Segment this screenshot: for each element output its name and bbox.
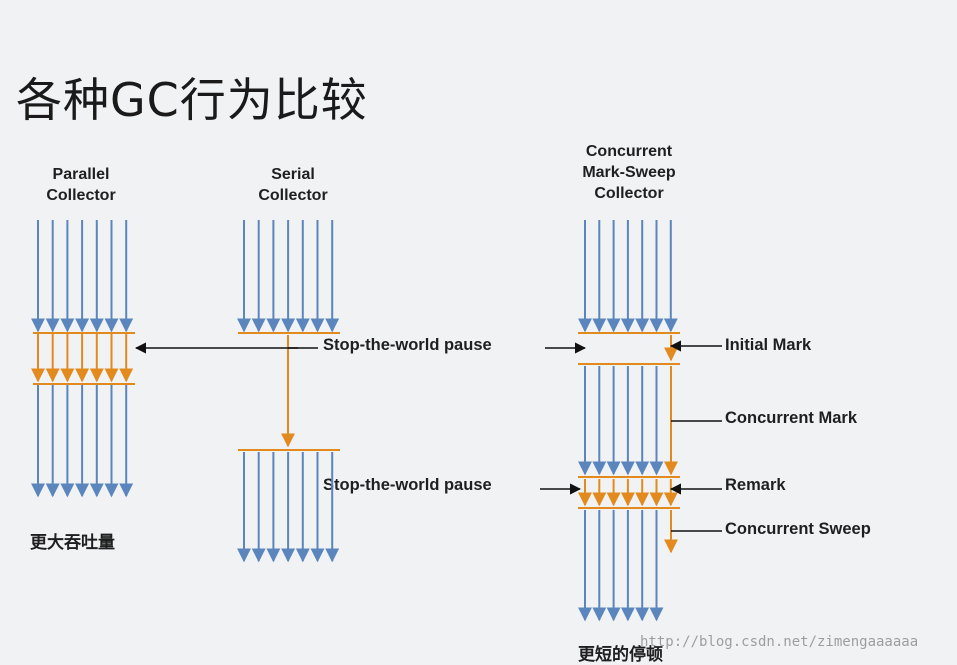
- serial-header-line2: Collector: [258, 187, 328, 204]
- cms-collector-lanes: [578, 220, 680, 622]
- cms-caption: 更短的停顿: [578, 645, 663, 664]
- cms-header-line2: Mark-Sweep: [582, 164, 676, 181]
- annotation-pointers: [134, 340, 722, 532]
- serial-collector-header: Serial Collector: [258, 166, 327, 205]
- stw-pause-label-1: Stop-the-world pause: [323, 336, 492, 354]
- parallel-header-line2: Collector: [46, 187, 116, 204]
- serial-header-line1: Serial: [271, 166, 315, 183]
- concurrent-sweep-label: Concurrent Sweep: [725, 520, 871, 538]
- cms-collector-header: Concurrent Mark-Sweep Collector: [582, 143, 675, 203]
- remark-label: Remark: [725, 476, 786, 494]
- stw-pause-label-2: Stop-the-world pause: [323, 476, 492, 494]
- cms-header-line3: Collector: [594, 185, 664, 202]
- cms-header-line1: Concurrent: [585, 143, 673, 160]
- parallel-collector-lanes: [31, 220, 135, 498]
- parallel-collector-header: Parallel Collector: [46, 166, 115, 205]
- concurrent-mark-label: Concurrent Mark: [725, 409, 858, 427]
- page-title: 各种GC行为比较: [16, 73, 368, 127]
- parallel-caption: 更大吞吐量: [30, 533, 115, 552]
- watermark: http://blog.csdn.net/zimengaaaaaa: [640, 634, 919, 650]
- parallel-header-line1: Parallel: [52, 166, 110, 183]
- initial-mark-label: Initial Mark: [725, 336, 812, 354]
- serial-collector-lanes: [237, 220, 340, 563]
